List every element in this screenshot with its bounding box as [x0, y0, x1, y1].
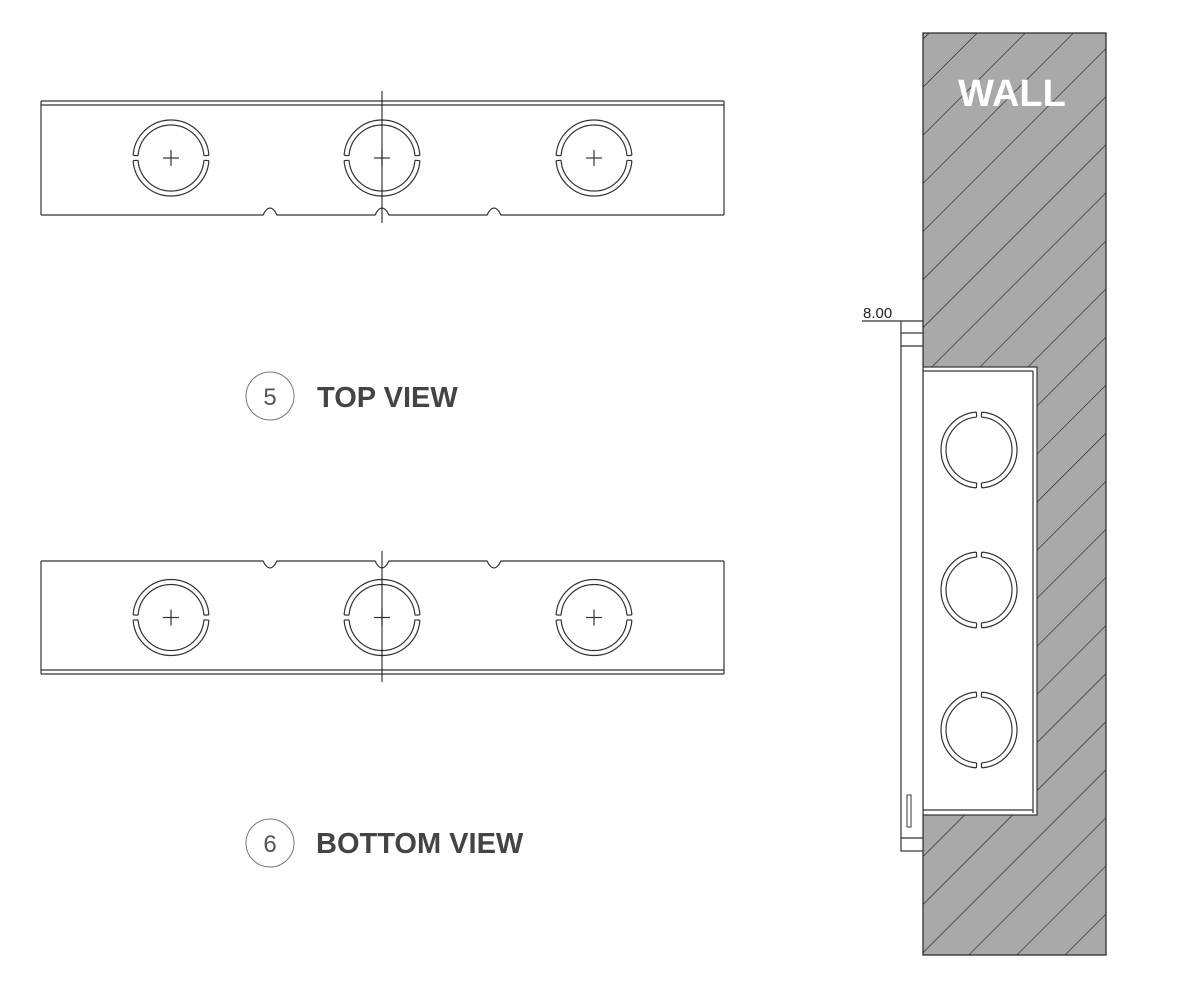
knockout-hole — [132, 578, 210, 657]
view-title: BOTTOM VIEW — [316, 828, 524, 860]
view-number: 5 — [263, 384, 276, 411]
knockout-hole — [555, 578, 633, 657]
plate-slot — [906, 794, 912, 828]
view-number: 6 — [263, 831, 276, 858]
knockout-hole — [940, 691, 1018, 769]
knockout-hole — [132, 119, 210, 197]
dimension-8mm: 8.00 — [862, 305, 923, 333]
view-title: TOP VIEW — [317, 382, 458, 414]
bottom-view-label: 6 BOTTOM VIEW — [245, 818, 524, 868]
wall-recess — [922, 366, 1038, 816]
front-plate — [900, 332, 924, 852]
dimension-text: 8.00 — [863, 305, 892, 322]
top-view-bar — [40, 91, 725, 223]
knockout-hole — [940, 411, 1018, 489]
top-view-label: 5 TOP VIEW — [245, 371, 458, 421]
knockout-hole — [555, 119, 633, 197]
bottom-view-bar — [40, 551, 725, 682]
side-view: WALL 8.00 — [862, 32, 1107, 956]
knockout-hole — [940, 551, 1018, 629]
wall-label: WALL — [958, 73, 1066, 115]
